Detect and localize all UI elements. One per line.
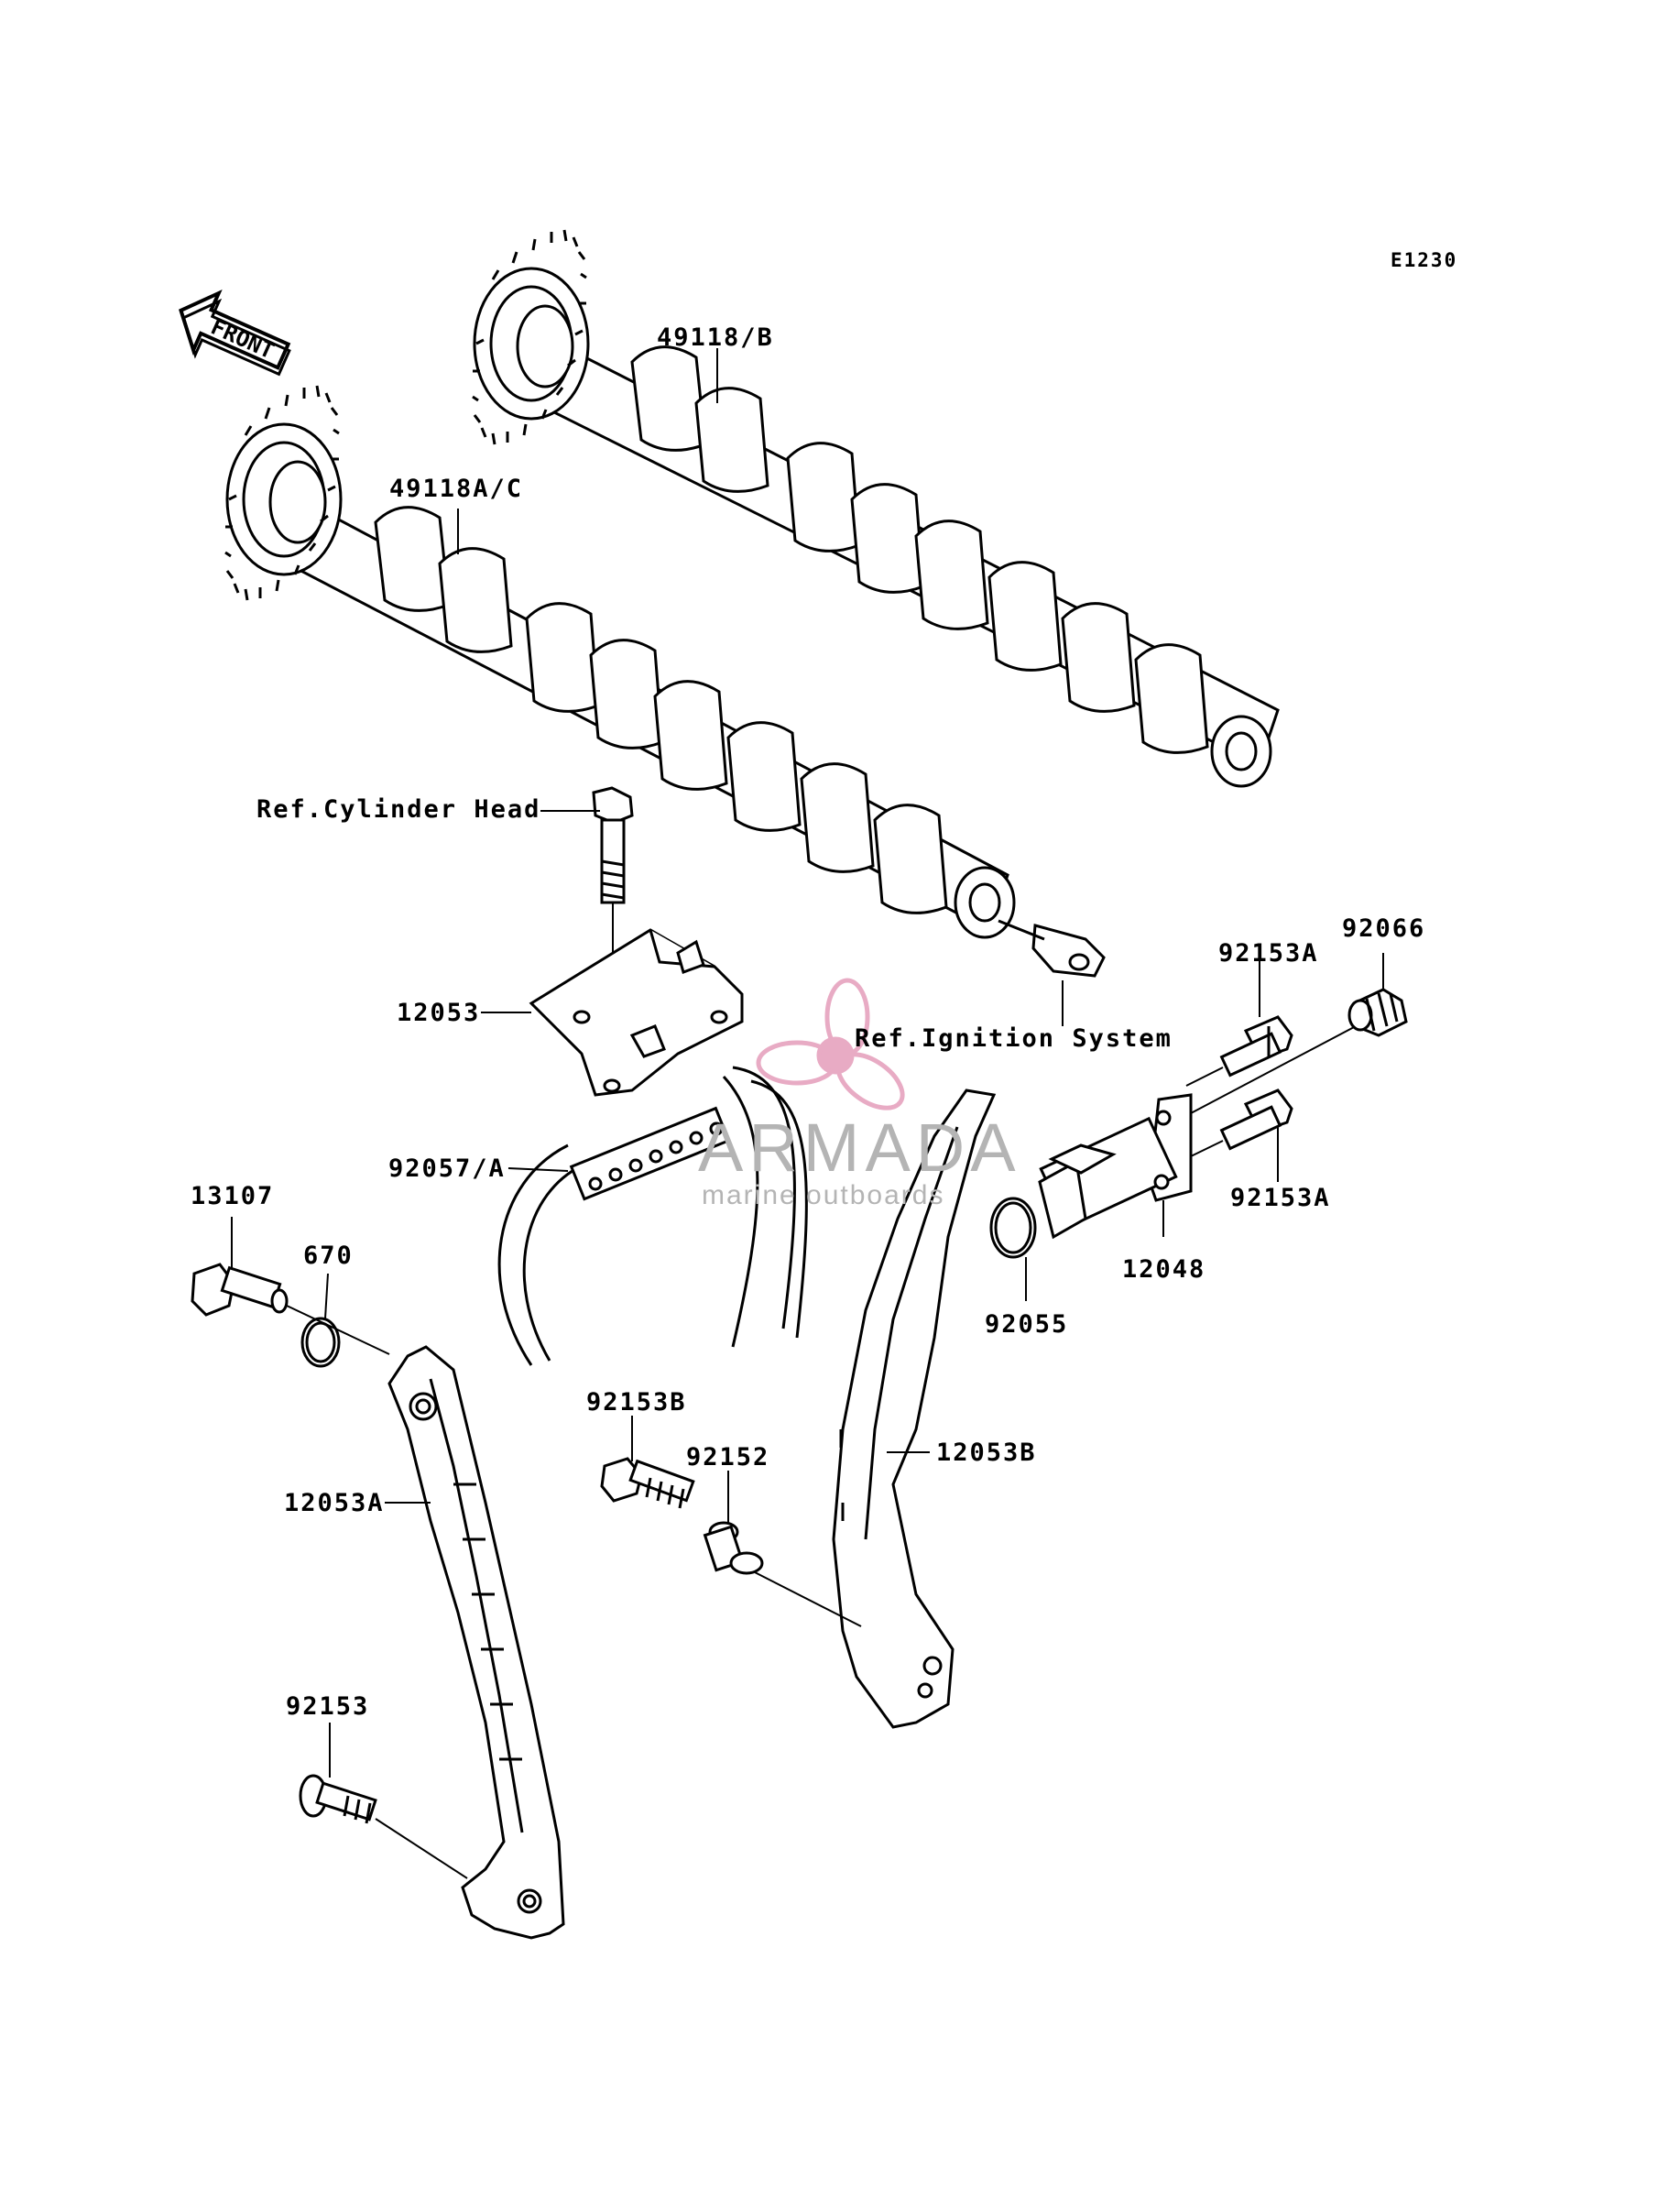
label-camshaft-intake: 49118A/C [389,475,524,503]
label-bolt-tensioner-top: 92153A [1218,939,1319,968]
o-ring-small [300,1317,341,1368]
o-ring-tensioner [989,1197,1037,1259]
timing-chain [497,1066,808,1366]
watermark-logo-icon [756,978,905,1110]
camshaft-intake-sprocket [224,385,343,601]
collar [703,1521,764,1575]
label-ref-ignition-system: Ref.Ignition System [855,1024,1173,1053]
bolt-pivot [191,1263,390,1355]
label-tensioner: 12048 [1122,1255,1206,1284]
chain-guide-rear [752,1089,997,1729]
bolt-guide-b [600,1457,695,1509]
label-chain-guide-rear: 12053B [936,1439,1037,1467]
camshaft-intake [224,385,1016,939]
label-cap-bolt: 92066 [1342,914,1426,943]
leader-lines [231,348,1384,1778]
watermark-tagline: marine outboards [702,1180,945,1210]
tensioner-assembly [1038,1025,1357,1240]
bolt-guide-bottom [299,1774,468,1879]
camshaft-intake-lobes [374,506,948,914]
bolt-tensioner-top [1185,1015,1293,1087]
front-arrow-icon: FRONT [179,289,291,377]
chain-guide-upper [529,928,744,1097]
bolt-cylinder-head [592,786,634,1086]
label-bolt-pivot: 13107 [191,1182,275,1210]
label-o-ring-tensioner: 92055 [985,1310,1069,1339]
label-ref-cylinder-head: Ref.Cylinder Head [256,795,541,824]
label-chain-guide-front: 12053A [284,1489,385,1517]
bolt-tensioner-bottom [1190,1089,1293,1157]
label-bolt-guide-bottom: 92153 [286,1692,370,1721]
cap-bolt [1347,988,1408,1037]
label-o-ring-small: 670 [303,1242,354,1270]
chain-guide-front [387,1345,565,1940]
diagram-id: E1230 [1391,249,1458,271]
label-camshaft-exhaust: 49118/B [657,323,774,352]
label-timing-chain: 92057/A [388,1154,506,1183]
watermark-name: ARMADA [698,1110,1021,1186]
label-collar: 92152 [686,1443,770,1471]
label-chain-guide-upper: 12053 [397,999,481,1027]
label-bolt-tensioner-bottom: 92153A [1230,1184,1331,1212]
camshaft-exhaust [472,229,1280,788]
camshaft-exhaust-sprocket [472,229,590,445]
camshaft-exhaust-lobes [630,345,1209,754]
label-bolt-guide-b: 92153B [586,1388,687,1417]
ignition-rotor-part [998,919,1106,978]
